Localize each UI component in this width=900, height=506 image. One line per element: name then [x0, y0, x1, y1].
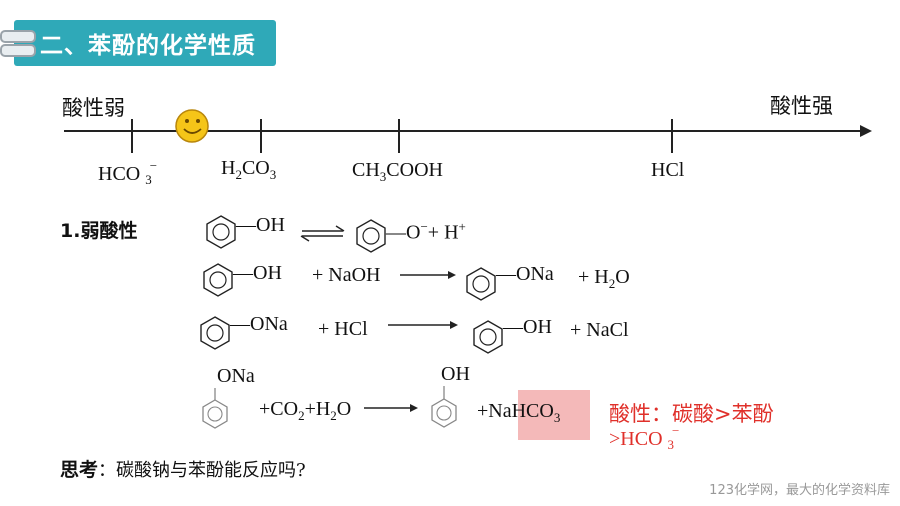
tick-label-ch3cooh: CH3COOH [352, 159, 443, 184]
axis-arrowhead [860, 125, 872, 137]
acidity-conclusion-ion: >HCO 3− [609, 423, 680, 452]
tick-label-hco3: HCO 3− [98, 158, 158, 187]
eq4-product-group: OH [441, 363, 470, 385]
eq3-left-group: —ONa [230, 313, 288, 335]
weak-acidity-label: 酸性弱 [62, 96, 125, 120]
reaction-arrow-icon [364, 404, 418, 412]
benzene-ring-icon [473, 320, 503, 354]
eq3-reagent: + HCl [318, 318, 368, 340]
tick-label-h2co3: H2CO3 [221, 157, 277, 182]
highlight-box [518, 390, 590, 440]
eq4-reagents: +CO2+H2O [259, 398, 352, 423]
acidity-conclusion: 酸性：碳酸>苯酚 [609, 402, 774, 426]
eq4-byproduct: +NaHCO3 [477, 400, 561, 425]
binder-ring-icon [0, 44, 36, 57]
think-question: 思考：碳酸钠与苯酚能反应吗? [60, 455, 306, 482]
benzene-ring-icon [200, 316, 230, 350]
equilibrium-arrow-icon [300, 225, 345, 242]
strong-acidity-label: 酸性强 [770, 94, 833, 118]
eq2-water: + H2O [578, 266, 630, 291]
benzene-ring-icon [466, 267, 496, 301]
think-label: 思考 [60, 459, 99, 481]
footer-watermark: 123化学网，最大的化学资料库 [709, 483, 890, 498]
benzene-ring-icon [206, 215, 236, 249]
eq3-byproduct: + NaCl [570, 319, 629, 341]
title-bar [14, 20, 276, 66]
benzene-ring-icon [202, 399, 228, 429]
eq3-product: —OH [503, 316, 552, 338]
eq2-reagent: + NaOH [312, 264, 381, 286]
reaction-arrow-icon [400, 271, 456, 279]
tick-label-hcl: HCl [651, 159, 685, 181]
eq2-product: —ONa [496, 263, 554, 285]
reaction-arrow-icon [388, 321, 458, 329]
slide-title: 二、苯酚的化学性质 [40, 33, 256, 59]
eq1-left-group: —OH [236, 214, 285, 236]
eq2-left-group: —OH [233, 262, 282, 284]
benzene-ring-icon [356, 219, 386, 253]
binder-ring-icon [0, 30, 36, 43]
smiley-face-icon [175, 109, 209, 143]
section-heading: 1.弱酸性 [60, 220, 138, 242]
think-text: ：碳酸钠与苯酚能反应吗? [98, 460, 306, 481]
benzene-ring-icon [203, 263, 233, 297]
benzene-ring-icon [431, 398, 457, 428]
eq1-phenoxide: —O−+ H+ [386, 219, 466, 244]
eq4-left-group: ONa [217, 365, 255, 387]
